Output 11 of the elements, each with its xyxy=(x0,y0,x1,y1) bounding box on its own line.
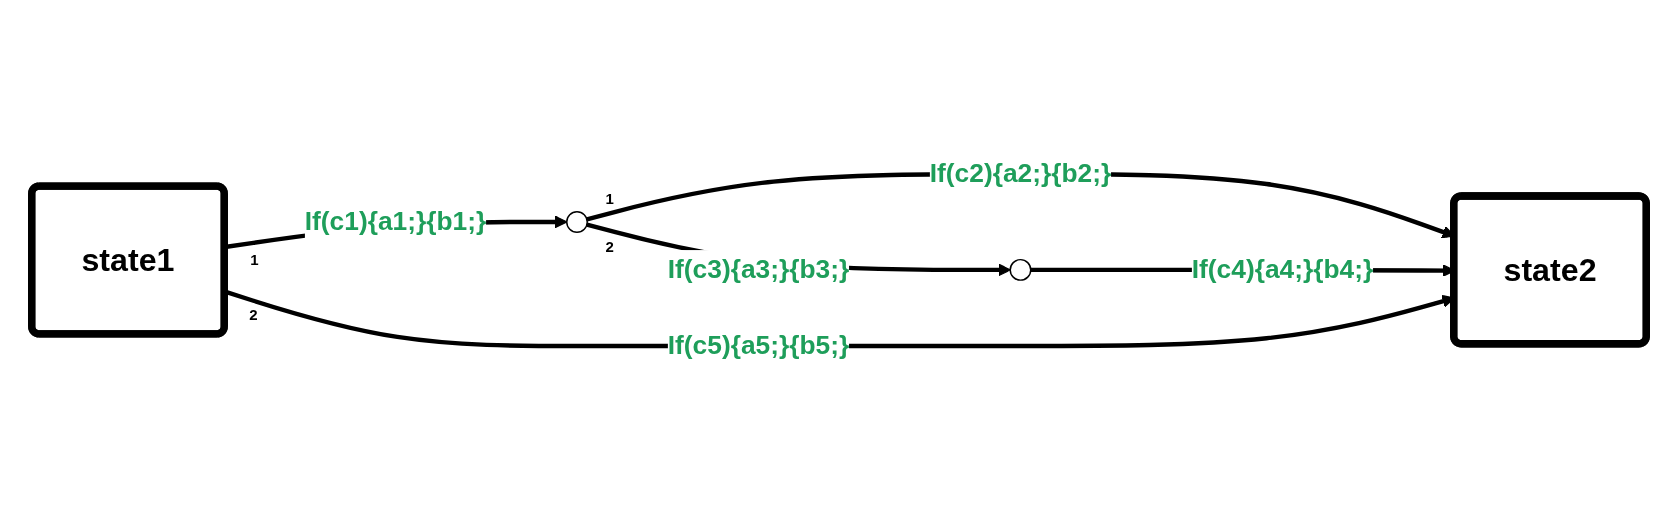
edge-label: If(c4){a4;}{b4;} xyxy=(1191,254,1374,284)
edge-label: If(c3){a3;}{b3;} xyxy=(667,254,850,284)
edge-label: If(c5){a5;}{b5;} xyxy=(667,330,850,360)
priority-number: 2 xyxy=(249,306,258,322)
edge-label: If(c2){a2;}{b2;} xyxy=(929,158,1112,188)
edge-label: If(c1){a1;}{b1;} xyxy=(304,206,487,236)
node-circle xyxy=(566,211,588,233)
priority-number: 2 xyxy=(605,238,614,254)
priority-number: 1 xyxy=(605,191,614,207)
priority-number: 1 xyxy=(250,251,259,267)
node-circle xyxy=(1009,258,1032,281)
